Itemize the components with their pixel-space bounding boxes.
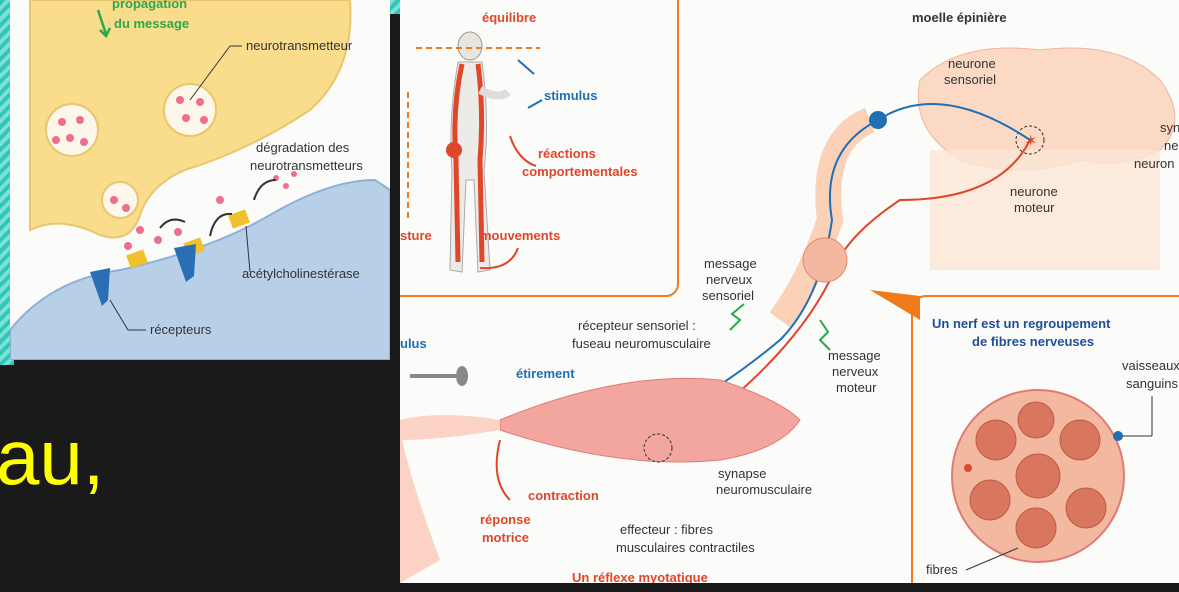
label-reponse: réponse	[480, 512, 531, 527]
synapse-diagram: propagation du message neurotransmetteur…	[10, 0, 390, 360]
vesicle	[164, 84, 216, 136]
callout-pointer	[870, 290, 920, 320]
arrow	[210, 214, 232, 236]
label-acetylcholinesterase: acétylcholinestérase	[242, 266, 360, 281]
nerve-cross-section	[803, 238, 847, 282]
label-neurone-sensoriel: neurone	[948, 56, 996, 71]
label-message-sensoriel: message	[704, 256, 757, 271]
contraction-arrow-icon	[497, 440, 510, 500]
reflex-diagram-panel: équilibre stimulus réactions comportemen…	[400, 0, 1179, 583]
label-message-moteur: moteur	[836, 380, 877, 395]
label-nerf-title: de fibres nerveuses	[972, 334, 1094, 349]
label-etirement: étirement	[516, 366, 575, 381]
label-synapse-neuromusculaire: neuromusculaire	[716, 482, 812, 497]
blood-vessel	[964, 464, 972, 472]
label-nerf-title: Un nerf est un regroupement	[932, 316, 1111, 331]
synapse-diagram-panel: propagation du message neurotransmetteur…	[10, 0, 390, 360]
label-reactions: réactions	[538, 146, 596, 161]
label-stimulus-left: ulus	[400, 336, 427, 351]
label-message-sensoriel: sensoriel	[702, 288, 754, 303]
releasing-vesicle	[102, 182, 138, 218]
slide-text: au,	[0, 418, 104, 496]
reaction-arrow-icon	[510, 136, 536, 166]
label-message-sensoriel: nerveux	[706, 272, 753, 287]
sensory-neuron-body	[869, 111, 887, 129]
label-reponse: motrice	[482, 530, 529, 545]
label-recepteur: récepteur sensoriel :	[578, 318, 696, 333]
muscle	[500, 378, 800, 462]
tendon	[400, 415, 500, 440]
label-stimulus: stimulus	[544, 88, 597, 103]
label-recepteur: fuseau neuromusculaire	[572, 336, 711, 351]
label-synapse-neuromusculaire: synapse	[718, 466, 766, 481]
wave-icon	[820, 320, 830, 350]
blood-vessel	[1113, 431, 1123, 441]
label-vaisseaux: vaisseaux	[1122, 358, 1179, 373]
label-moelle: moelle épinière	[912, 10, 1007, 25]
label-neurone-sensoriel: sensoriel	[944, 72, 996, 87]
label-neurone-moteur: moteur	[1014, 200, 1055, 215]
label-propagation: du message	[114, 16, 189, 31]
label-message-moteur: nerveux	[832, 364, 879, 379]
stimulus-arrows-icon	[518, 60, 542, 108]
label-propagation: propagation	[112, 0, 187, 11]
label-effecteur: musculaires contractiles	[616, 540, 755, 555]
vesicle	[46, 104, 98, 156]
label-posture: sture	[400, 228, 432, 243]
leg	[400, 430, 440, 583]
arrow	[254, 180, 276, 200]
label-recepteurs: récepteurs	[150, 322, 212, 337]
label-degradation: dégradation des	[256, 140, 350, 155]
label-degradation: neurotransmetteurs	[250, 158, 363, 173]
wave-icon	[730, 304, 744, 330]
arrow	[160, 220, 185, 228]
label-mouvements: mouvements	[480, 228, 560, 243]
reflex-diagram: équilibre stimulus réactions comportemen…	[400, 0, 1179, 583]
label-message-moteur: message	[828, 348, 881, 363]
label-neurone-moteur: neurone	[1010, 184, 1058, 199]
label-synapse-neurone: syna	[1160, 120, 1179, 135]
label-reactions: comportementales	[522, 164, 638, 179]
label-equilibre: équilibre	[482, 10, 536, 25]
label-synapse-neurone: ne	[1164, 138, 1178, 153]
label-neurotransmetteur: neurotransmetteur	[246, 38, 353, 53]
label-reflexe-title: Un réflexe myotatique	[572, 570, 708, 583]
label-synapse-neurone: neuron	[1134, 156, 1174, 171]
label-effecteur: effecteur : fibres	[620, 522, 713, 537]
label-fibres: fibres	[926, 562, 958, 577]
label-contraction: contraction	[528, 488, 599, 503]
label-vaisseaux: sanguins	[1126, 376, 1179, 391]
enzyme	[228, 209, 250, 228]
